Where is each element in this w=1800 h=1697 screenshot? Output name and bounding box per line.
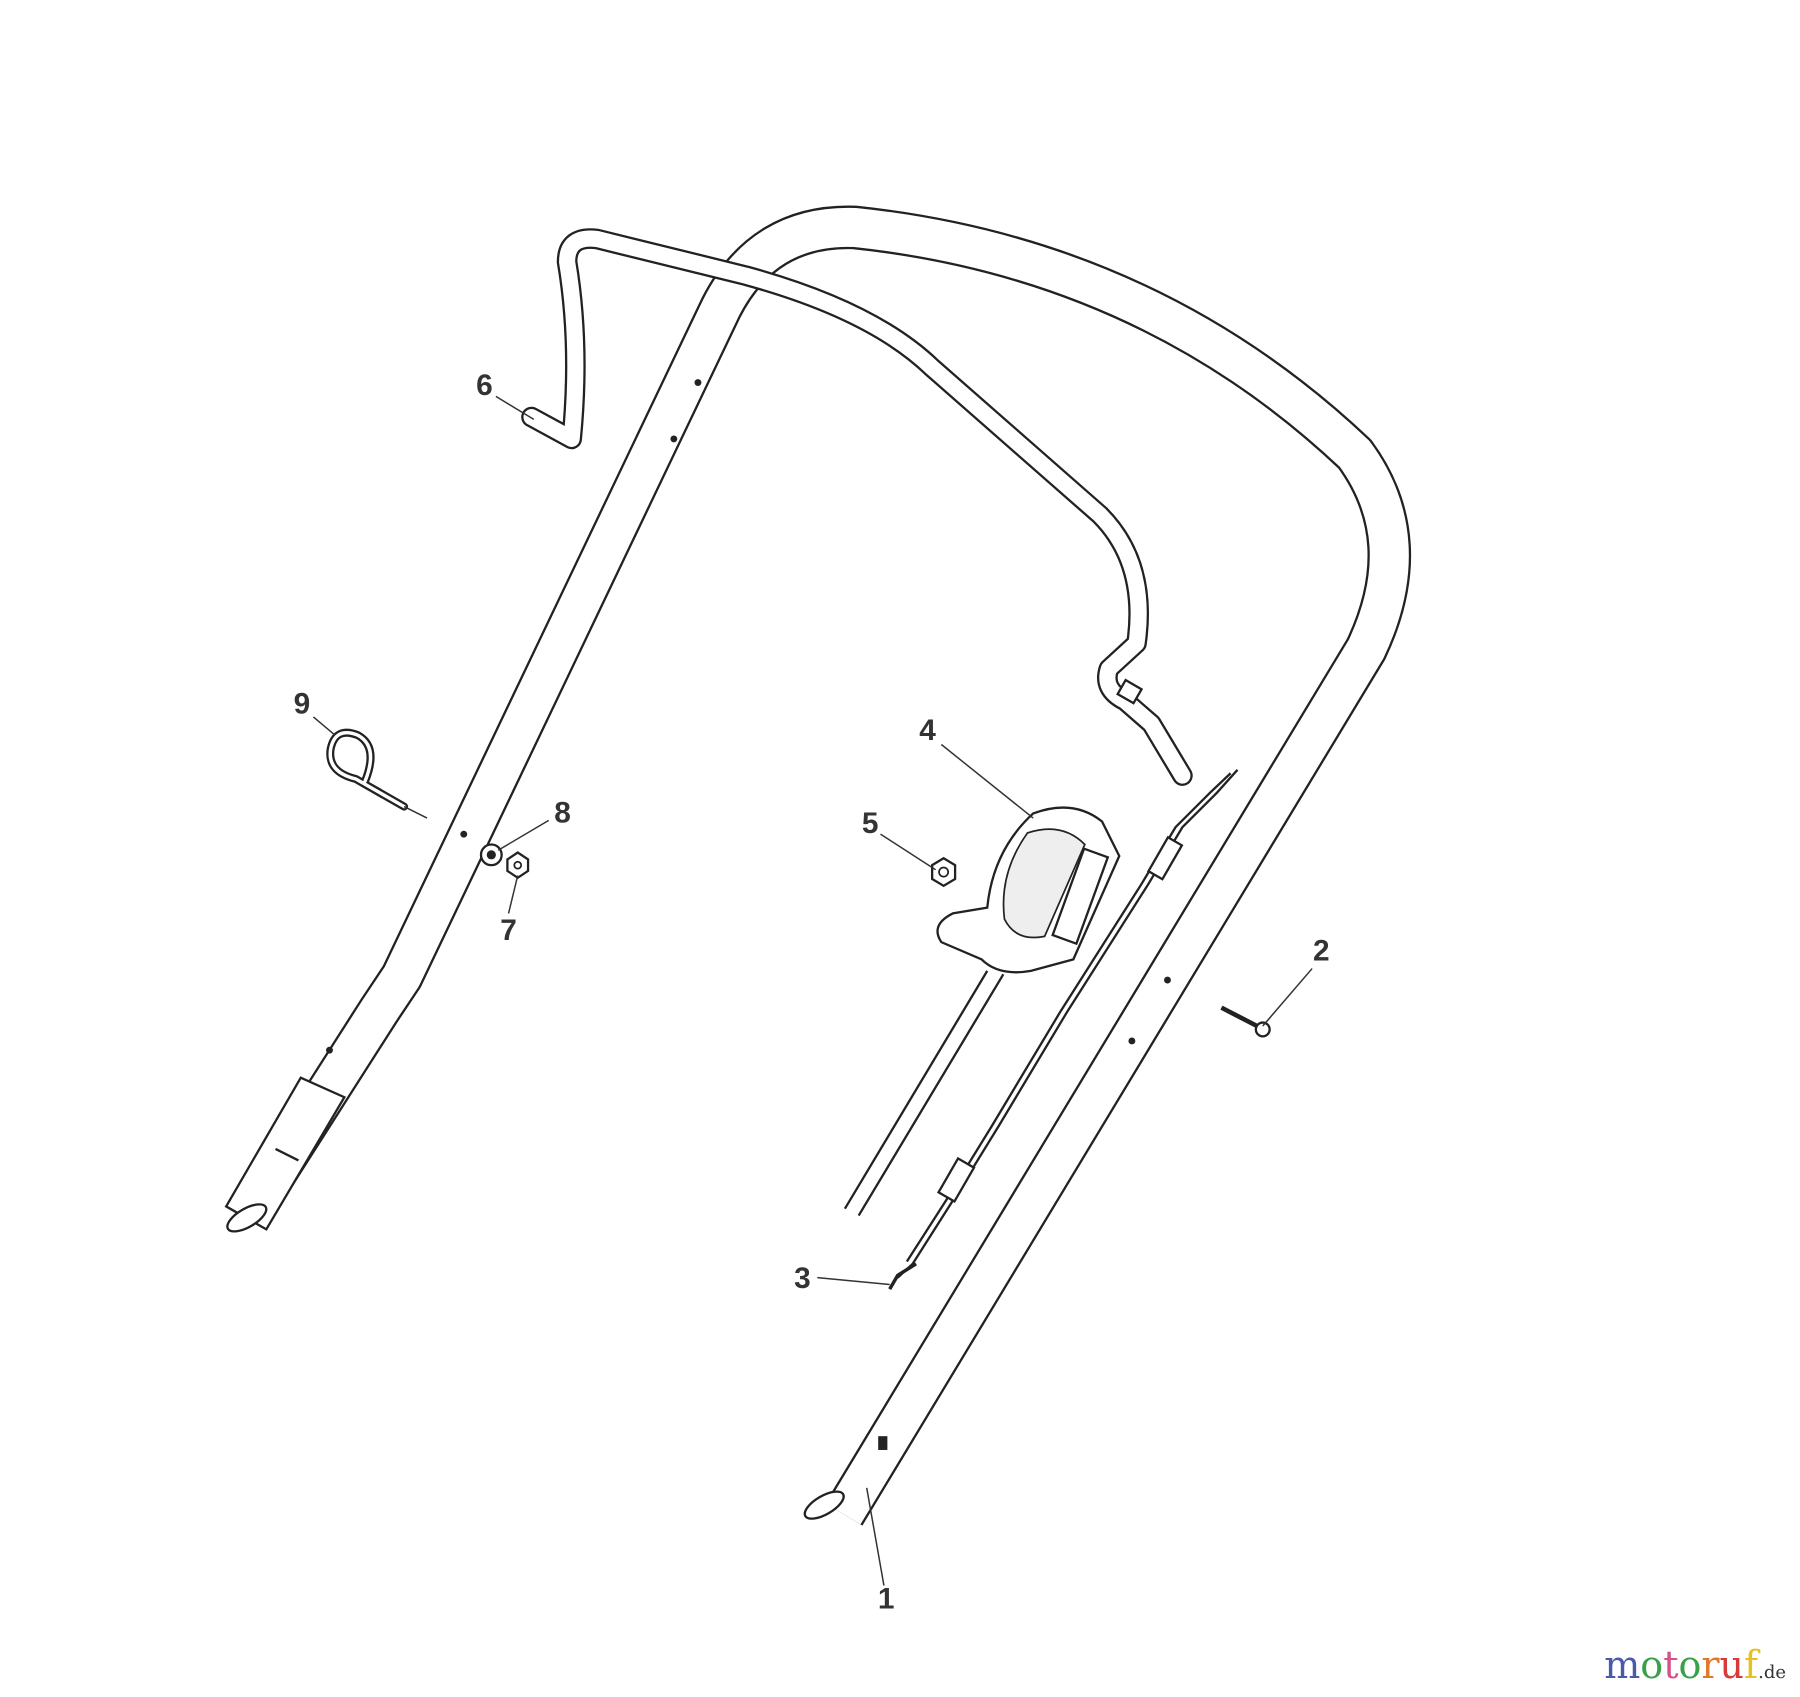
part-label-6: 6 <box>476 369 493 402</box>
part-label-3: 3 <box>794 1262 811 1295</box>
logo-wordmark: motoruf <box>1604 1643 1758 1687</box>
throttle-lever <box>936 806 1121 974</box>
washer <box>479 843 503 867</box>
logo-letter: o <box>1678 1643 1702 1687</box>
part-label-5: 5 <box>862 807 879 840</box>
part-label-8: 8 <box>554 797 571 830</box>
handle-tube <box>224 205 1412 1526</box>
screw <box>1220 1005 1271 1038</box>
part-label-7: 7 <box>500 914 517 947</box>
motoruf-logo: motoruf.de <box>1604 1643 1786 1687</box>
logo-letter: t <box>1663 1643 1679 1687</box>
part-label-4: 4 <box>919 714 936 747</box>
cables <box>843 769 1239 1279</box>
nut <box>930 856 957 888</box>
logo-letter: m <box>1604 1643 1641 1687</box>
hook-bolt <box>326 728 409 811</box>
part-label-1: 1 <box>878 1583 895 1616</box>
cable-hook <box>888 1262 917 1290</box>
logo-letter: f <box>1744 1643 1759 1687</box>
leader-lines <box>312 395 1313 1586</box>
logo-letter: o <box>1640 1643 1664 1687</box>
nut <box>506 851 530 880</box>
part-label-2: 2 <box>1313 935 1330 968</box>
bail-lever <box>521 228 1193 786</box>
logo-suffix: .de <box>1758 1662 1786 1683</box>
part-label-9: 9 <box>294 687 311 720</box>
logo-letter: u <box>1719 1643 1745 1687</box>
logo-letter: r <box>1701 1643 1720 1687</box>
